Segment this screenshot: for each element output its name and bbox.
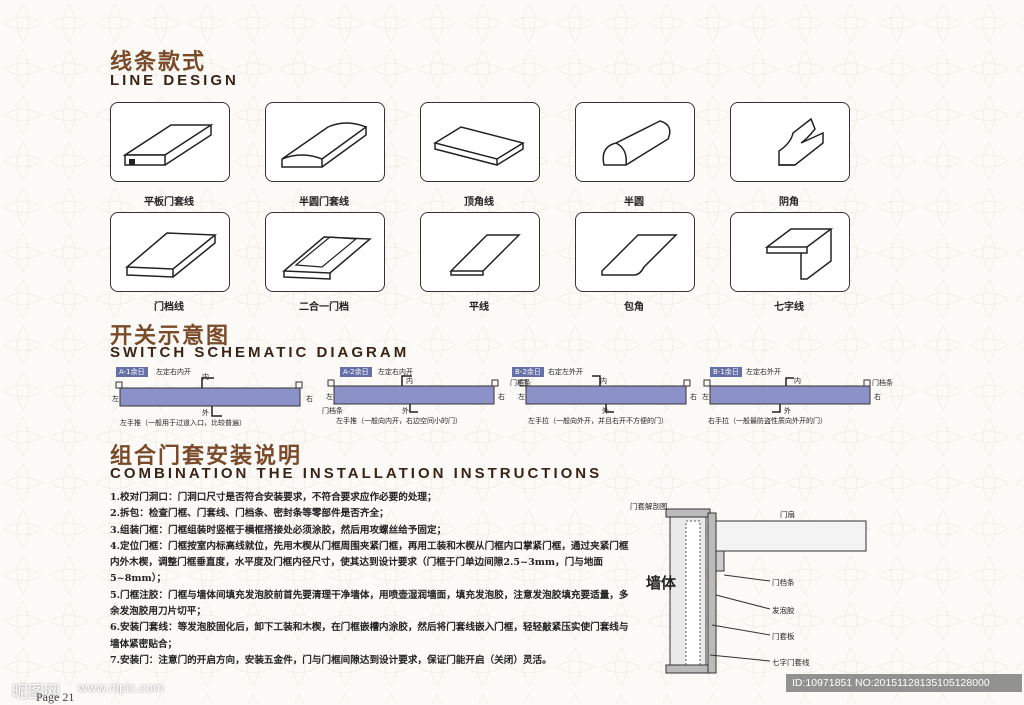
profile-label-6: 门档线 — [154, 302, 184, 313]
install-title-en: COMBINATION THE INSTALLATION INSTRUCTION… — [110, 465, 603, 482]
watermark-url: www.nipic.com — [78, 680, 164, 695]
switch-title-2: 左定右内开 — [378, 368, 413, 376]
profile-label-4: 半圆 — [624, 197, 644, 208]
profile-tile-7 — [265, 212, 385, 292]
switch-note-1: 左手推（一般用于过道入口，比较普遍） — [120, 419, 246, 427]
switch-stop-4: 门档条 — [872, 379, 893, 387]
switch-diagram-2: A-2余日 左定右内开 内 外 左 右 门档条 左手推（一般向内开，右边空间小的… — [318, 364, 508, 430]
profile-tile-5 — [730, 102, 850, 182]
instruction-step-2: 2.拆包：检查门框、门套线、门档条、密封条等零部件是否齐全； — [110, 508, 389, 520]
profile-tile-1 — [110, 102, 230, 182]
switch-title-cn: 开关示意图 — [110, 324, 231, 349]
profile-label-9: 包角 — [624, 302, 644, 313]
switch-left-4: 左 — [702, 393, 709, 401]
switch-stop-2: 门档条 — [322, 407, 343, 415]
wall-label: 墙体 — [646, 574, 677, 592]
switch-diagram-3: B-2余日 右定左外开 内 外 左 右 门档条 左手拉（一般向外开，并且右开不方… — [510, 364, 700, 430]
switch-outside-2: 外 — [402, 407, 409, 415]
profile-tile-8 — [420, 212, 540, 292]
profile-tile-4 — [575, 102, 695, 182]
switch-title-4: 左定右外开 — [746, 368, 781, 376]
switch-inside-3: 内 — [600, 377, 607, 385]
switch-right-1: 右 — [306, 395, 313, 403]
profile-label-8: 平线 — [469, 302, 489, 313]
watermark-logo: 昵图网 — [12, 684, 61, 701]
profile-label-5: 阴角 — [779, 197, 799, 208]
line-design-title-cn: 线条款式 — [110, 50, 207, 75]
install-instructions: 1.校对门洞口：门洞口尺寸是否符合安装要求，不符合要求应作必要的处理； 2.拆包… — [110, 490, 630, 669]
switch-outside-1: 外 — [202, 409, 209, 417]
switch-inside-2: 内 — [406, 377, 413, 385]
profile-tile-10 — [730, 212, 850, 292]
switch-stop-3: 门档条 — [510, 379, 531, 387]
instruction-step-3: 3.组装门框：门框组装时竖框于横框搭接处必须涂胶，然后用攻螺丝给予固定； — [110, 524, 447, 536]
profile-label-10: 七字线 — [774, 302, 804, 313]
profile-tile-2 — [265, 102, 385, 182]
foam-label: 发泡胶 — [772, 606, 795, 615]
switch-note-4: 右手拉（一般最防盗性质向外开的门） — [708, 417, 827, 425]
switch-title-3: 右定左外开 — [548, 368, 583, 376]
switch-diagram-1: A-1余日 左定右内开 内 外 左 右 左手推（一般用于过道入口，比较普遍） — [110, 364, 320, 430]
instruction-step-5: 5.门框注胶：门框与墙体间填充发泡胶前首先要清理干净墙体，用喷壶湿润墙面，填充发… — [110, 589, 629, 618]
profile-label-7: 二合一门档 — [299, 302, 349, 313]
door-stop-label: 门档条 — [772, 578, 795, 587]
switch-code-3: B-2余日 — [512, 367, 544, 377]
switch-title-en: SWITCH SCHEMATIC DIAGRAM — [110, 344, 410, 361]
image-id-bar: ID:10971851 NO:20151128135105128000 — [786, 674, 1022, 692]
profile-label-3: 顶角线 — [464, 197, 494, 208]
install-title-cn: 组合门套安装说明 — [110, 444, 303, 469]
profile-tile-9 — [575, 212, 695, 292]
switch-title-1: 左定右内开 — [156, 368, 191, 376]
line-design-title-en: LINE DESIGN — [110, 72, 239, 89]
switch-inside-4: 内 — [794, 377, 801, 385]
profile-label-1: 平板门套线 — [144, 197, 194, 208]
door-leaf-label: 门扇 — [780, 510, 795, 519]
switch-left-1: 左 — [112, 395, 119, 403]
switch-outside-4: 外 — [784, 407, 791, 415]
instruction-step-7: 7.安装门：注意门的开启方向，安装五金件，门与门框间隙达到设计要求，保证门能开启… — [110, 654, 552, 666]
switch-right-3: 右 — [690, 393, 697, 401]
switch-right-4: 右 — [874, 393, 881, 401]
switch-note-3: 左手拉（一般向外开，并且右开不方便的门） — [528, 417, 668, 425]
switch-outside-3: 外 — [602, 407, 609, 415]
frame-board-label: 门套板 — [772, 632, 795, 641]
switch-code-1: A-1余日 — [116, 367, 148, 377]
switch-inside-1: 内 — [202, 373, 209, 381]
door-frame-section-diagram: 门套解剖图 墙体 门扇 门档条 发泡胶 门套板 七字门套线 — [630, 495, 880, 685]
switch-left-2: 左 — [326, 393, 333, 401]
profile-tile-3 — [420, 102, 540, 182]
diagram-title: 门套解剖图 — [630, 502, 668, 511]
instruction-step-6: 6.安装门套线：等发泡胶固化后，卸下工装和木楔，在门框嵌槽内涂胶，然后将门套线嵌… — [110, 622, 629, 650]
switch-note-2: 左手推（一般向内开，右边空间小的门） — [336, 417, 462, 425]
switch-diagram-4: B-1余日 左定右外开 内 外 左 右 门档条 右手拉（一般最防盗性质向外开的门… — [700, 364, 900, 430]
switch-code-2: A-2余日 — [340, 367, 372, 377]
casing-label: 七字门套线 — [772, 658, 810, 667]
instruction-step-1: 1.校对门洞口：门洞口尺寸是否符合安装要求，不符合要求应作必要的处理； — [110, 492, 437, 503]
profile-tile-6 — [110, 212, 230, 292]
page-number: Page 21 — [36, 690, 75, 704]
profile-label-2: 半圆门套线 — [299, 197, 349, 208]
switch-left-3: 左 — [518, 393, 525, 401]
switch-right-2: 右 — [498, 393, 505, 401]
switch-code-4: B-1余日 — [710, 367, 742, 377]
instruction-step-4: 4.定位门框：门框按室内标高线就位，先用木楔从门框周围夹紧门框，再用工装和木楔从… — [110, 540, 629, 585]
